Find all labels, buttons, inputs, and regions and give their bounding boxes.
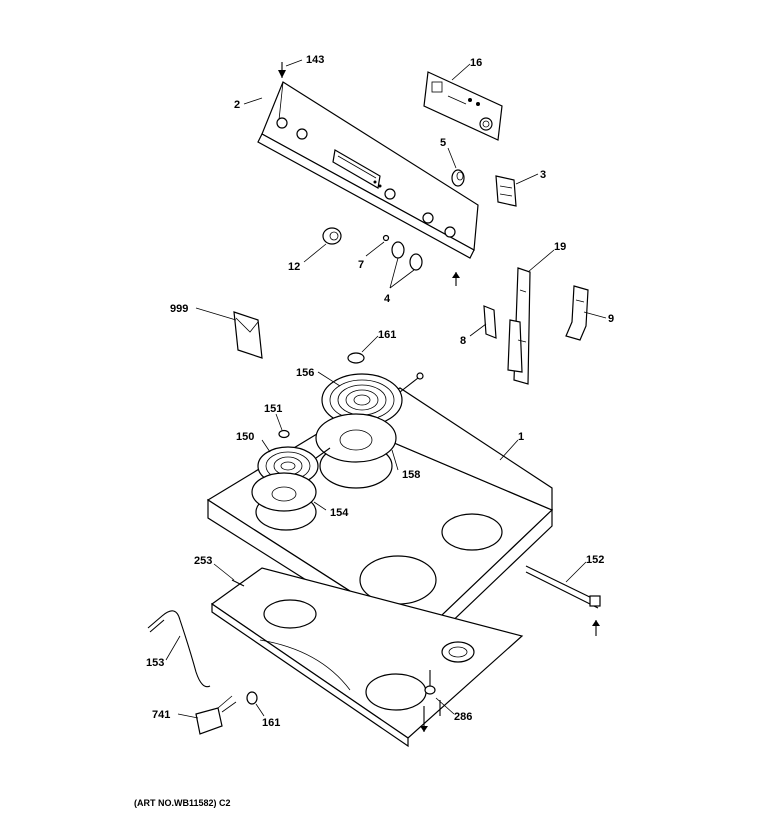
callout-158: 158 (402, 469, 420, 481)
callout-1: 1 (518, 431, 524, 443)
callout-labels: 143 16 2 5 3 12 7 4 19 9 999 8 161 156 1… (146, 54, 614, 729)
rod-152 (525, 565, 601, 636)
callout-161-top: 161 (378, 329, 396, 341)
screw-panel (452, 272, 460, 286)
callout-741: 741 (152, 709, 170, 721)
callout-12: 12 (288, 261, 300, 273)
callout-2: 2 (234, 99, 240, 111)
drip-pan-158 (315, 413, 397, 463)
hinge-9 (565, 285, 589, 341)
callout-4: 4 (384, 293, 391, 305)
drip-pan-154 (251, 472, 317, 512)
knob-5 (451, 169, 465, 187)
callout-999: 999 (170, 303, 188, 315)
callout-143: 143 (306, 54, 324, 66)
clip-7 (382, 234, 390, 242)
bracket-8 (483, 305, 497, 339)
callout-151: 151 (264, 403, 282, 415)
callout-16: 16 (470, 57, 482, 69)
callout-161-bottom: 161 (262, 717, 280, 729)
callout-150: 150 (236, 431, 254, 443)
callout-9: 9 (608, 313, 614, 325)
switch-3 (495, 175, 517, 207)
callout-3: 3 (540, 169, 546, 181)
knob-12 (322, 227, 342, 245)
leader-lines (165, 59, 607, 719)
callout-19: 19 (554, 241, 566, 253)
callout-154: 154 (330, 507, 349, 519)
screw-143 (278, 62, 286, 78)
screw-253 (231, 579, 245, 587)
manual-999 (233, 311, 263, 359)
wire-153 (147, 610, 211, 688)
large-burner-156 (321, 372, 424, 427)
callout-253: 253 (194, 555, 212, 567)
callout-5: 5 (440, 137, 446, 149)
trim-ring-161a (347, 352, 365, 364)
art-number-caption: (ART NO.WB11582) C2 (134, 798, 231, 808)
callout-8: 8 (460, 335, 466, 347)
callout-156: 156 (296, 367, 314, 379)
trim-ring-151 (278, 429, 290, 439)
callout-286: 286 (454, 711, 472, 723)
clip-161b (246, 691, 258, 705)
burner-box (210, 567, 524, 748)
control-board (423, 71, 503, 141)
knobs-4 (391, 241, 423, 271)
callout-153: 153 (146, 657, 164, 669)
side-bracket-19 (507, 267, 531, 385)
callout-152: 152 (586, 554, 604, 566)
terminal-block-741 (195, 695, 237, 735)
callout-7: 7 (358, 259, 364, 271)
backsplash-panel (257, 81, 479, 259)
screws-286 (420, 670, 441, 732)
